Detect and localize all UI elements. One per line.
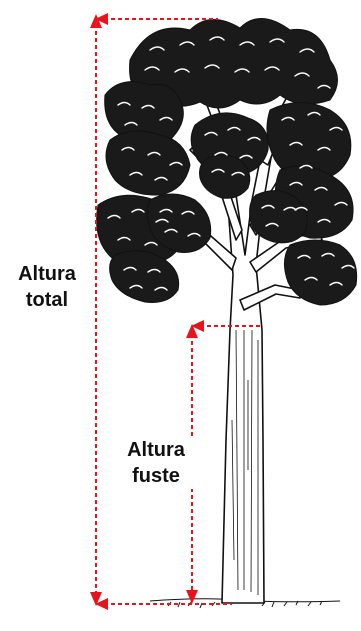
bole-height-label-line2: fuste [114, 463, 198, 489]
total-height-label-line2: total [6, 287, 88, 313]
total-height-label-line1: Altura [6, 261, 88, 287]
total-height-label: Altura total [4, 261, 90, 313]
bole-height-label-line1: Altura [114, 437, 198, 463]
bole-height-label: Altura fuste [112, 437, 200, 489]
